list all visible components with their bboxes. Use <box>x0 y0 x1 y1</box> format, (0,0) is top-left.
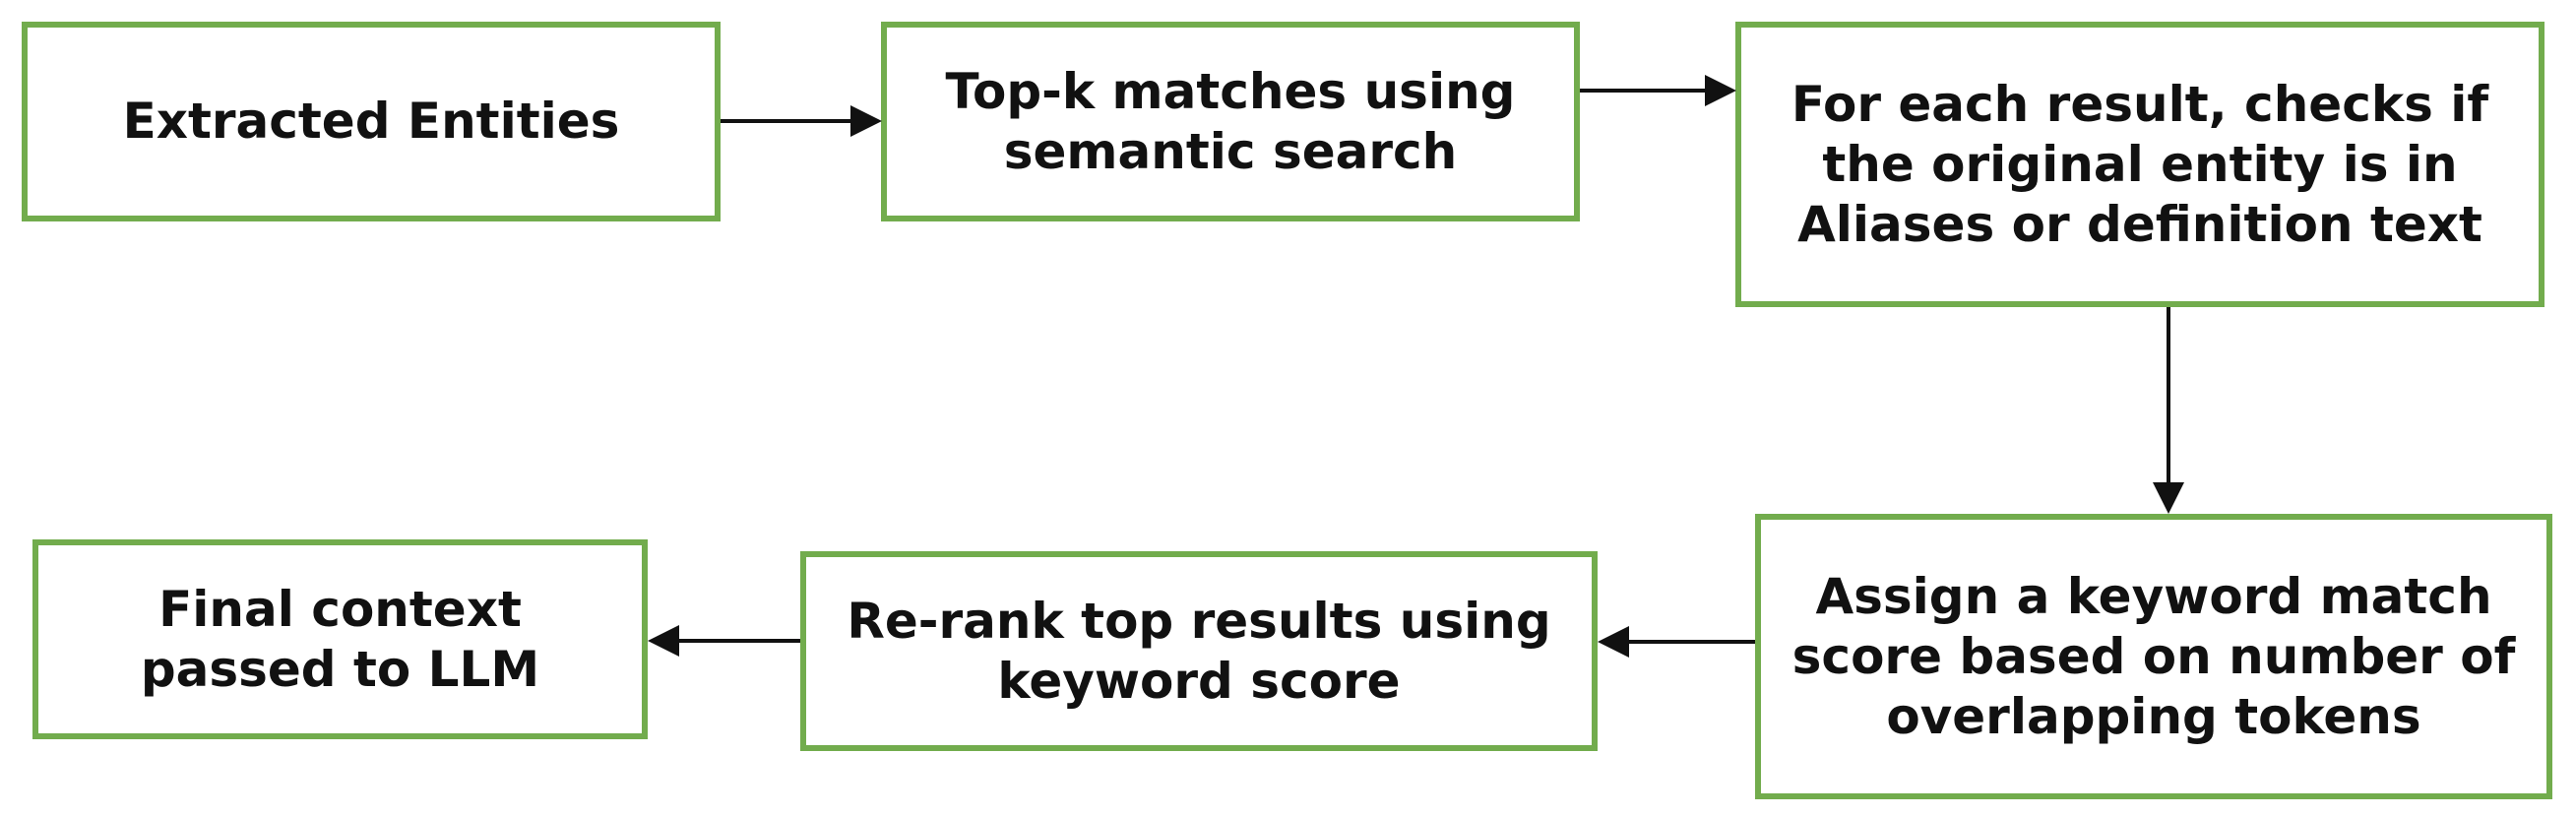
node-extracted-entities: Extracted Entities <box>22 22 721 221</box>
node-assign-keyword-score: Assign a keyword match score based on nu… <box>1755 514 2552 799</box>
node-final-context: Final context passed to LLM <box>32 539 648 739</box>
node-check-aliases-definition: For each result, checks if the original … <box>1735 22 2545 307</box>
node-topk-semantic-search: Top-k matches using semantic search <box>881 22 1580 221</box>
node-rerank-results: Re-rank top results using keyword score <box>800 551 1598 751</box>
